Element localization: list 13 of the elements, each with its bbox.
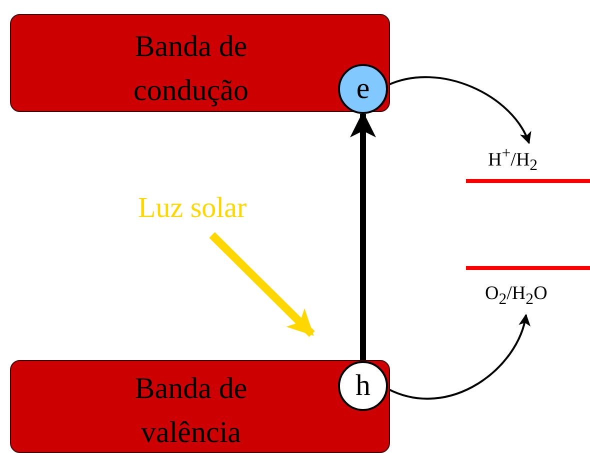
band-label: Banda de valência [134, 371, 248, 451]
charge-circle: h [338, 361, 388, 411]
band-box [10, 14, 390, 112]
arrow [388, 76, 530, 144]
band-label: Banda de condução [132, 29, 250, 109]
arrow [388, 314, 530, 400]
arrow [209, 232, 315, 337]
light-label: Luz solar [138, 192, 278, 232]
charge-circle: e [338, 64, 388, 114]
band-box [10, 360, 390, 453]
arrow [350, 111, 376, 361]
level-label: H$^{+}$/H$_{2}$ [488, 145, 558, 175]
level-label: O$_{2}$/H$_{2}$O [485, 283, 567, 313]
